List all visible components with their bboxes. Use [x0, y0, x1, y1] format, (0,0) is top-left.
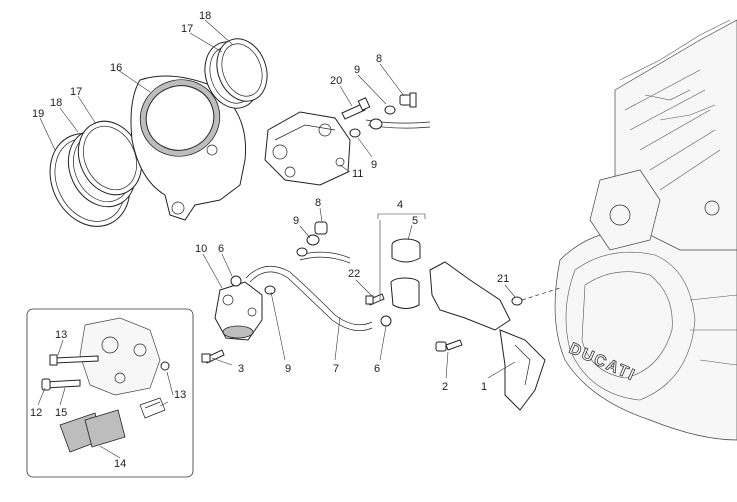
callout-14: 14: [114, 458, 126, 470]
inset-pin-13: [49, 354, 99, 366]
bolt-8-top: [399, 92, 417, 108]
callout-13-inset-right: 13: [174, 389, 186, 401]
bolt-2: [435, 339, 463, 352]
bolt-20: [341, 97, 371, 120]
callout-5: 5: [412, 215, 418, 227]
inset-bleed-screw-12: [41, 378, 81, 391]
clamp-6-left: [230, 275, 242, 287]
callout-6-right: 6: [374, 363, 380, 375]
callout-13-inset-top: 13: [55, 329, 67, 341]
bolt-8-mid: [314, 221, 328, 235]
callout-8-top: 8: [376, 53, 382, 65]
inset-brake-pads-14: [59, 409, 126, 453]
callout-12: 12: [30, 407, 42, 419]
callout-6-left: 6: [218, 243, 224, 255]
callout-2: 2: [442, 381, 448, 393]
caliper-bracket-16: [130, 75, 247, 221]
bolt-22: [365, 293, 385, 306]
callout-18-top: 18: [199, 10, 211, 22]
caliper-11: [264, 111, 351, 186]
brake-line-top: [365, 118, 431, 130]
callout-9-mid: 9: [293, 215, 299, 227]
callout-9-top: 9: [354, 64, 360, 76]
inset-spring-13: [139, 361, 170, 419]
clamp-6-right: [380, 315, 392, 327]
callout-4: 4: [397, 199, 403, 211]
callout-15: 15: [55, 407, 67, 419]
callout-3: 3: [238, 363, 244, 375]
engine-crankcase: [554, 19, 737, 441]
callout-labels: 18 17 16 17 18 19 20 9 8 9 11 9 8 10 6 3…: [30, 10, 509, 470]
callout-9-upper-right: 9: [371, 159, 377, 171]
callout-8-mid: 8: [315, 197, 321, 209]
callout-22: 22: [348, 268, 360, 280]
callout-17-left: 17: [70, 86, 82, 98]
callout-17-top: 17: [181, 23, 193, 35]
callout-11: 11: [352, 168, 363, 180]
reservoir-hose-7: [245, 265, 373, 331]
callout-21: 21: [497, 273, 509, 285]
detail-inset: [26, 308, 194, 478]
washer-9-top: [349, 105, 396, 138]
callout-1: 1: [481, 381, 487, 393]
leader-lines: [37, 19, 516, 459]
reservoir-bracket-1: [429, 261, 546, 411]
bolt-3: [201, 349, 225, 364]
ring-18-right: [216, 38, 268, 102]
callout-20: 20: [330, 75, 342, 87]
callout-7: 7: [333, 363, 339, 375]
inset-caliper-body: [79, 317, 161, 396]
callout-9-bottom: 9: [285, 363, 291, 375]
reservoir-cap-5: [391, 238, 421, 263]
callout-16: 16: [110, 62, 122, 74]
callout-18-left: 18: [50, 97, 62, 109]
callout-10: 10: [195, 243, 207, 255]
reservoir-body: [390, 277, 420, 309]
callout-19: 19: [32, 108, 44, 120]
master-cylinder-10: [214, 281, 263, 341]
hose-fitting-9-mid: [264, 247, 351, 295]
bolt-21: [511, 296, 523, 306]
washer-9-mid: [306, 234, 320, 246]
